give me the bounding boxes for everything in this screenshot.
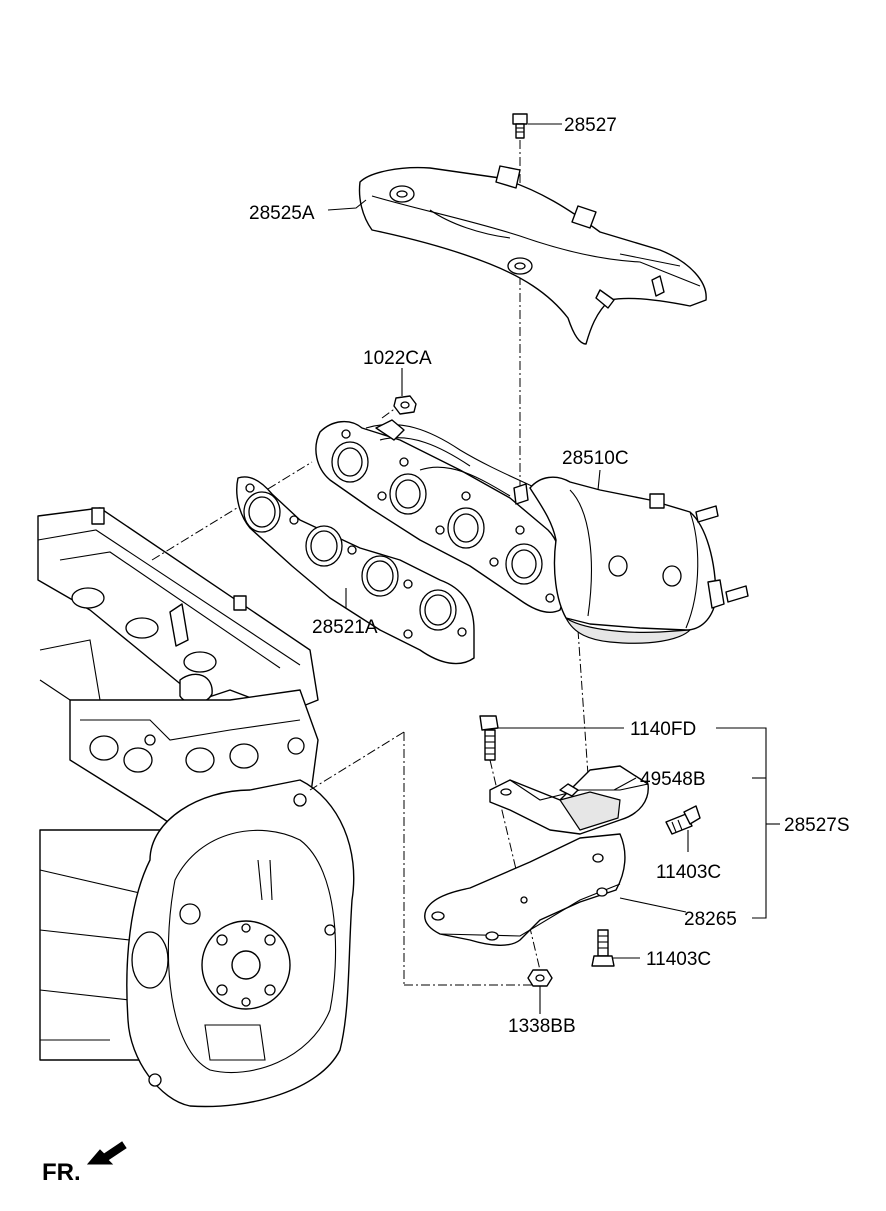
- exhaust-gasket: [236, 476, 475, 665]
- nut-1022CA: [393, 395, 417, 415]
- label-11403C-lower: 11403C: [646, 949, 711, 970]
- label-28521A: 28521A: [312, 617, 378, 638]
- engine-block: [37, 507, 355, 1108]
- bolt-11403C-lower: [591, 929, 615, 967]
- label-28527S: 28527S: [784, 815, 850, 836]
- bolt-1140FD: [479, 715, 499, 761]
- leader-lines: [327, 123, 780, 1014]
- bracket-28265: [424, 833, 626, 946]
- front-arrow-icon: [86, 1141, 127, 1165]
- nut-1338BB: [527, 969, 553, 987]
- part-labels: 28527 28525A 1022CA 28510C 28521A 1140FD…: [249, 115, 850, 1037]
- label-28265: 28265: [684, 909, 737, 930]
- label-11403C-upper: 11403C: [656, 862, 721, 883]
- label-28527: 28527: [564, 115, 617, 136]
- label-1140FD: 1140FD: [630, 719, 696, 740]
- label-1338BB: 1338BB: [508, 1016, 576, 1037]
- bolt-28527: [512, 113, 528, 139]
- bolt-11403C-upper: [665, 805, 701, 835]
- heat-protector: [358, 165, 707, 345]
- bracket-49548B: [489, 765, 649, 835]
- label-28525A: 28525A: [249, 203, 315, 224]
- front-indicator: FR.: [42, 1141, 127, 1186]
- label-28510C: 28510C: [562, 448, 629, 469]
- label-49548B: 49548B: [640, 769, 706, 790]
- label-1022CA: 1022CA: [363, 348, 432, 369]
- front-indicator-label: FR.: [42, 1159, 81, 1186]
- exhaust-manifold-catalytic: [315, 419, 749, 644]
